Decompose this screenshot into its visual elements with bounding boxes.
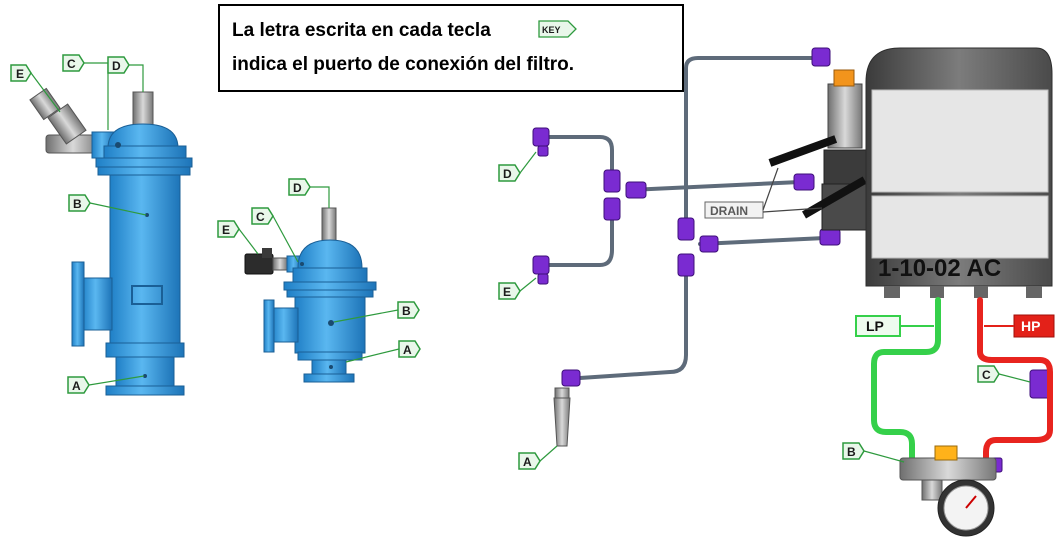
tag-drain: DRAIN xyxy=(704,167,823,219)
tag-small-a: A xyxy=(345,340,421,363)
tag-pipe-d: D xyxy=(498,151,537,182)
tag-label: B xyxy=(847,445,856,459)
filter-small xyxy=(244,207,377,383)
tag-label: A xyxy=(72,379,81,393)
tag-pipe-e: E xyxy=(498,277,537,300)
tag-label: D xyxy=(503,167,512,181)
tag-label: C xyxy=(67,57,76,71)
tag-small-d: D xyxy=(288,178,330,208)
tag-label: C xyxy=(256,210,265,224)
key-badge-icon: KEY xyxy=(538,20,578,38)
tag-large-d: D xyxy=(107,56,144,92)
tag-label: A xyxy=(523,455,532,469)
note-line-2: indica el puerto de conexión del filtro. xyxy=(232,54,575,75)
tag-small-c: C xyxy=(251,207,299,263)
tag-label: B xyxy=(73,197,82,211)
tag-lp: LP xyxy=(855,315,934,337)
lp-line xyxy=(871,297,941,461)
tag-pressure-c: C xyxy=(977,365,1031,383)
tag-pipe-a: A xyxy=(518,445,558,470)
tag-pressure-b: B xyxy=(842,442,905,463)
tubing xyxy=(546,56,827,380)
tag-large-b: B xyxy=(68,194,147,216)
controller-box xyxy=(768,47,1053,298)
tag-large-e: E xyxy=(10,64,61,113)
tag-label: DRAIN xyxy=(710,204,748,218)
tag-label: LP xyxy=(866,318,884,334)
key-badge-label: KEY xyxy=(542,25,561,35)
note-line-1: La letra escrita en cada tecla xyxy=(232,20,491,41)
filter-large xyxy=(29,87,193,396)
tag-label: A xyxy=(403,343,412,357)
tag-hp: HP xyxy=(984,314,1055,338)
filter-large-valve-e xyxy=(29,87,101,154)
tag-label: E xyxy=(503,285,511,299)
tag-label: C xyxy=(982,368,991,382)
note-box: La letra escrita en cada tecla KEY indic… xyxy=(218,4,684,92)
tag-small-b: B xyxy=(333,301,420,323)
controller-model: 1-10-02 AC xyxy=(878,255,1001,282)
tag-label: HP xyxy=(1021,318,1040,334)
tag-label: D xyxy=(112,59,121,73)
tag-large-a: A xyxy=(67,375,145,394)
tag-label: E xyxy=(16,67,24,81)
pressure-gauge xyxy=(899,445,997,537)
tag-label: E xyxy=(222,223,230,237)
strainer-a xyxy=(553,387,571,447)
hp-line xyxy=(977,297,1053,463)
tag-label: B xyxy=(402,304,411,318)
tag-small-e: E xyxy=(217,220,259,255)
tag-label: D xyxy=(293,181,302,195)
